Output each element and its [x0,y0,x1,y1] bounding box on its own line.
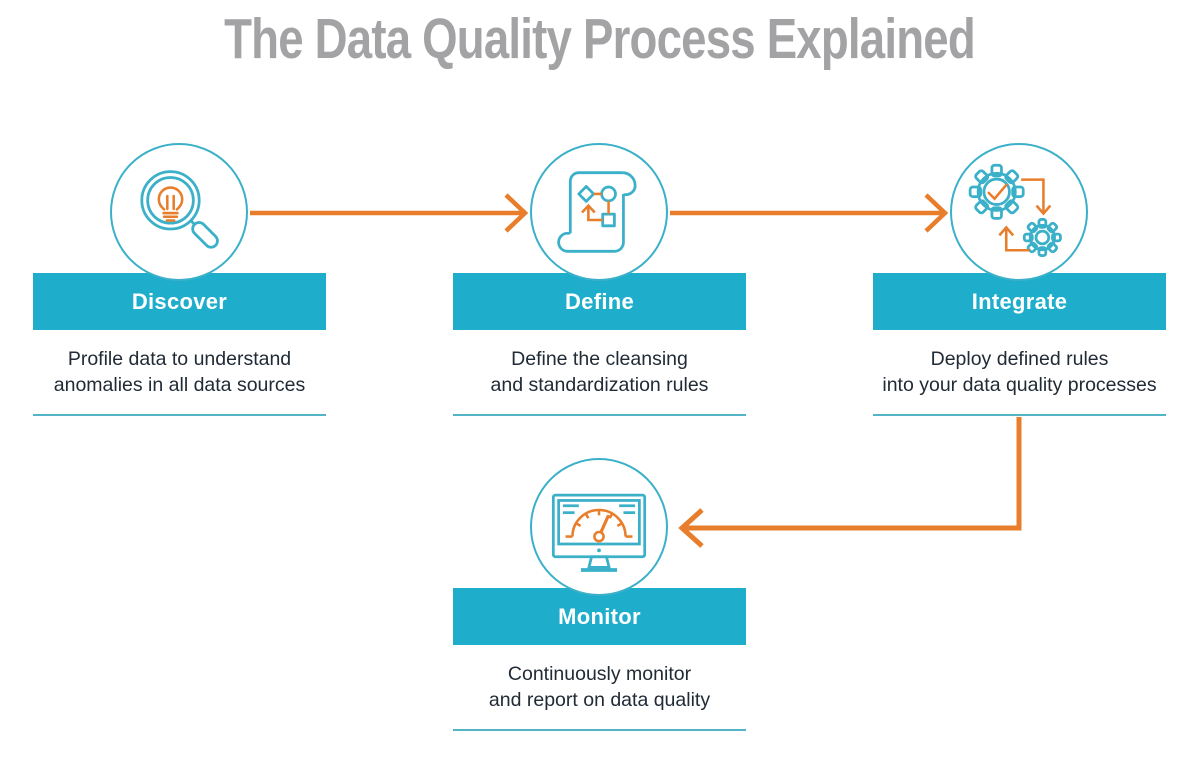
step-underline-divider [33,414,326,416]
step-description: Continuously monitor and report on data … [432,661,767,713]
step-description-line: and standardization rules [490,374,709,396]
step-label: Integrate [971,288,1068,314]
step-label: Define [564,288,635,314]
step-underline-divider [873,414,1166,416]
step-description-line: into your data quality processes [882,374,1157,396]
step-description-line: anomalies in all data sources [53,374,306,396]
step-label-bar: Monitor [453,588,746,645]
step-label-bar: Define [453,273,746,330]
step-underline-divider [453,414,746,416]
step-icon-circle [530,458,668,596]
page-title: The Data Quality Process Explained [224,7,976,71]
step-icon-circle [530,143,668,281]
step-description-line: Define the cleansing [511,348,688,370]
step-integrate: Integrate [873,143,1166,423]
step-description-line: Profile data to understand [67,348,292,370]
arrow-integrate-to-monitor-icon [678,417,1022,548]
step-icon-circle [110,143,248,281]
step-label-bar: Discover [33,273,326,330]
step-description-line: Deploy defined rules [930,348,1109,370]
magnifier-lightbulb-icon [140,170,219,249]
step-monitor: Monitor [453,458,746,738]
scroll-flowchart-icon [557,171,637,253]
step-label: Monitor [558,603,641,629]
arrow-discover-to-define-icon [250,193,529,233]
step-description-line: and report on data quality [488,689,711,711]
step-icon-circle [950,143,1088,281]
step-label: Discover [131,288,228,314]
step-description: Deploy defined rules into your data qual… [852,346,1187,398]
step-description: Profile data to understand anomalies in … [12,346,347,398]
step-label-bar: Integrate [873,273,1166,330]
step-description-line: Continuously monitor [507,663,692,685]
monitor-gauge-icon [551,493,647,572]
step-discover: Discover [33,143,326,423]
arrow-define-to-integrate-icon [670,193,949,233]
step-underline-divider [453,729,746,731]
step-define: Define Define [453,143,746,423]
step-description: Define the cleansing and standardization… [432,346,767,398]
gears-cycle-icon [968,163,1062,257]
